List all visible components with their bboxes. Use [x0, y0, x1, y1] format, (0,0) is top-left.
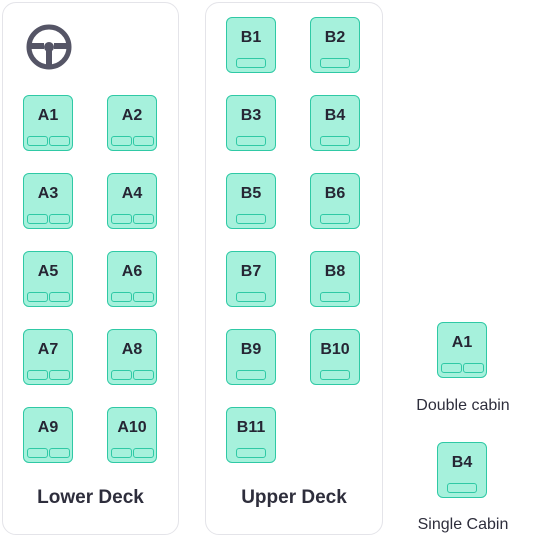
seat-number: B7	[240, 263, 262, 280]
berth	[236, 214, 266, 224]
seat-number: B10	[320, 341, 350, 358]
seat-number: B4	[324, 107, 346, 124]
seat-number: B3	[240, 107, 262, 124]
seat-a2[interactable]: A2	[107, 95, 157, 151]
berth-right	[133, 214, 154, 224]
berth-left	[111, 370, 132, 380]
upper-deck-title: Upper Deck	[241, 487, 347, 508]
seat-number: A6	[121, 263, 143, 280]
berth-left	[441, 363, 462, 373]
berth	[236, 448, 266, 458]
berth	[236, 58, 266, 68]
seat-number: B6	[324, 185, 346, 202]
berth-right	[133, 370, 154, 380]
berth-left	[27, 136, 48, 146]
seat-a1[interactable]: A1	[23, 95, 73, 151]
seat-b11[interactable]: B11	[226, 407, 276, 463]
berth-right	[133, 136, 154, 146]
seat-a6[interactable]: A6	[107, 251, 157, 307]
seat-b2[interactable]: B2	[310, 17, 360, 73]
seat-number: A5	[37, 263, 59, 280]
berth-left	[27, 448, 48, 458]
berth-right	[49, 292, 70, 302]
berth	[236, 136, 266, 146]
seat-number: B8	[324, 263, 346, 280]
seat-number: A4	[121, 185, 143, 202]
legend-single-label: Single Cabin	[417, 516, 509, 533]
seat-a5[interactable]: A5	[23, 251, 73, 307]
seat-number: A9	[37, 419, 59, 436]
seat-number: B5	[240, 185, 262, 202]
berth	[236, 370, 266, 380]
lower-deck-panel: A1 A2 A3 A4 A5 A6 A7 A8 A9	[2, 2, 179, 535]
berth-right	[133, 292, 154, 302]
seat-number: A3	[37, 185, 59, 202]
berth-right	[133, 448, 154, 458]
berth-left	[27, 214, 48, 224]
berth	[320, 214, 350, 224]
seat-a3[interactable]: A3	[23, 173, 73, 229]
lower-deck-title: Lower Deck	[37, 487, 144, 508]
legend-double-label: Double cabin	[416, 397, 510, 414]
seat-number: A1	[37, 107, 59, 124]
berth	[447, 483, 477, 493]
berth-left	[111, 136, 132, 146]
seat-number: B1	[240, 29, 262, 46]
berth-left	[111, 214, 132, 224]
seat-b1[interactable]: B1	[226, 17, 276, 73]
berth	[320, 292, 350, 302]
seat-number: B11	[236, 419, 266, 436]
berth-left	[27, 370, 48, 380]
berth-right	[49, 370, 70, 380]
berth-right	[49, 136, 70, 146]
seat-a4[interactable]: A4	[107, 173, 157, 229]
berth-right	[49, 214, 70, 224]
seat-b10[interactable]: B10	[310, 329, 360, 385]
legend-double-seat: A1	[437, 322, 487, 378]
steering-wheel-icon	[26, 24, 72, 70]
seat-a7[interactable]: A7	[23, 329, 73, 385]
berth	[320, 136, 350, 146]
seat-number: A1	[451, 334, 473, 351]
seat-b4[interactable]: B4	[310, 95, 360, 151]
berth	[320, 370, 350, 380]
seat-b5[interactable]: B5	[226, 173, 276, 229]
berth-right	[463, 363, 484, 373]
seat-number: A8	[121, 341, 143, 358]
seat-number: A7	[37, 341, 59, 358]
legend-single-seat: B4	[437, 442, 487, 498]
seat-b6[interactable]: B6	[310, 173, 360, 229]
upper-deck-panel: B1 B2 B3 B4 B5 B6 B7 B8 B9 B10 B11 Uppe	[205, 2, 383, 535]
seat-number: B4	[451, 454, 473, 471]
seat-b7[interactable]: B7	[226, 251, 276, 307]
berth	[236, 292, 266, 302]
seat-number: B2	[324, 29, 346, 46]
berth-left	[27, 292, 48, 302]
seat-a8[interactable]: A8	[107, 329, 157, 385]
seat-b9[interactable]: B9	[226, 329, 276, 385]
seat-b8[interactable]: B8	[310, 251, 360, 307]
seat-a10[interactable]: A10	[107, 407, 157, 463]
seat-number: A2	[121, 107, 143, 124]
seat-a9[interactable]: A9	[23, 407, 73, 463]
berth-left	[111, 292, 132, 302]
seat-b3[interactable]: B3	[226, 95, 276, 151]
berth-right	[49, 448, 70, 458]
seat-number: B9	[240, 341, 262, 358]
berth-left	[111, 448, 132, 458]
berth	[320, 58, 350, 68]
seat-number: A10	[117, 419, 147, 436]
